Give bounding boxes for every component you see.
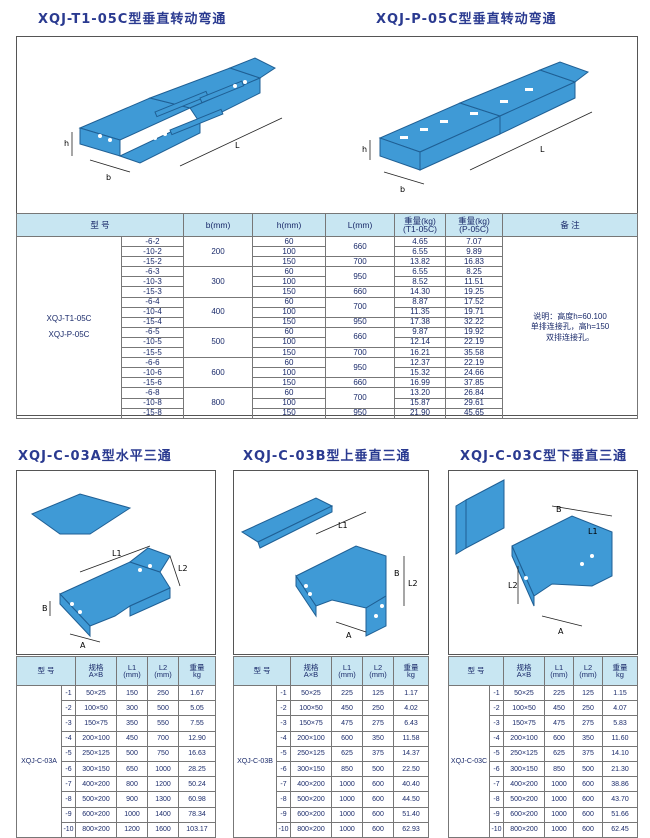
title-t1-05c: XQJ-T1-05C型垂直转动弯通 <box>38 12 227 27</box>
title-c-03b: XQJ-C-03B型上垂直三通 <box>243 449 411 464</box>
box-c-03a-figure <box>16 470 216 655</box>
label-a-a: A <box>80 641 86 650</box>
label-b-2: b <box>400 185 405 194</box>
title-c-03c: XQJ-C-03C型下垂直三通 <box>460 449 628 464</box>
label-l1-b: L1 <box>338 521 348 530</box>
label-h-2: h <box>362 145 367 154</box>
h-cell: 60 <box>252 235 326 248</box>
box-c-03b-figure <box>233 470 429 655</box>
col-weight-p: 重量(kg)(P-05C) <box>445 213 503 237</box>
label-l2-b: L2 <box>408 579 418 588</box>
label-b-a: B <box>42 604 48 613</box>
label-l2-a: L2 <box>178 564 188 573</box>
tee-down-figure: B L2 L1 A <box>455 479 613 636</box>
label-a-c: A <box>558 627 564 636</box>
title-c-03a: XQJ-C-03A型水平三通 <box>18 449 172 464</box>
label-l: L <box>235 141 240 150</box>
label-l-2: L <box>540 145 545 154</box>
b-cell: 200 <box>183 235 253 268</box>
label-h: h <box>64 139 69 148</box>
title-p-05c: XQJ-P-05C型垂直转动弯通 <box>376 12 557 27</box>
ladder-tray-figure: h b L <box>64 57 283 182</box>
label-l1-a: L1 <box>112 549 122 558</box>
col-weight-t1: 重量(kg)(T1-05C) <box>394 213 446 237</box>
label-l1-c: L1 <box>588 527 598 536</box>
main-spec-table: 型 号 b(mm) h(mm) L(mm) 重量(kg)(T1-05C) 重量(… <box>16 213 638 419</box>
main-table-header: 型 号 b(mm) h(mm) L(mm) 重量(kg)(T1-05C) 重量(… <box>16 213 638 237</box>
label-b-b: B <box>394 569 400 578</box>
tee-horizontal-figure: L1 L2 B A <box>30 493 188 650</box>
tee-up-figure: L1 L2 B A <box>240 497 418 640</box>
label-b-c: B <box>556 505 562 514</box>
col-note: 备 注 <box>502 213 638 237</box>
w2-cell: 7.07 <box>445 235 503 248</box>
col-b: b(mm) <box>183 213 253 237</box>
w1-cell: 4.65 <box>394 235 446 248</box>
code-cell: -6-2 <box>121 235 184 248</box>
label-b: b <box>106 173 111 182</box>
col-h: h(mm) <box>252 213 326 237</box>
label-l2-c: L2 <box>508 581 518 590</box>
col-l: L(mm) <box>325 213 395 237</box>
col-model: 型 号 <box>16 213 184 237</box>
l-cell: 660 <box>325 235 395 258</box>
label-a-b: A <box>346 631 352 640</box>
box-c-03c-figure <box>448 470 638 655</box>
trough-tray-figure: h b L <box>362 61 593 194</box>
